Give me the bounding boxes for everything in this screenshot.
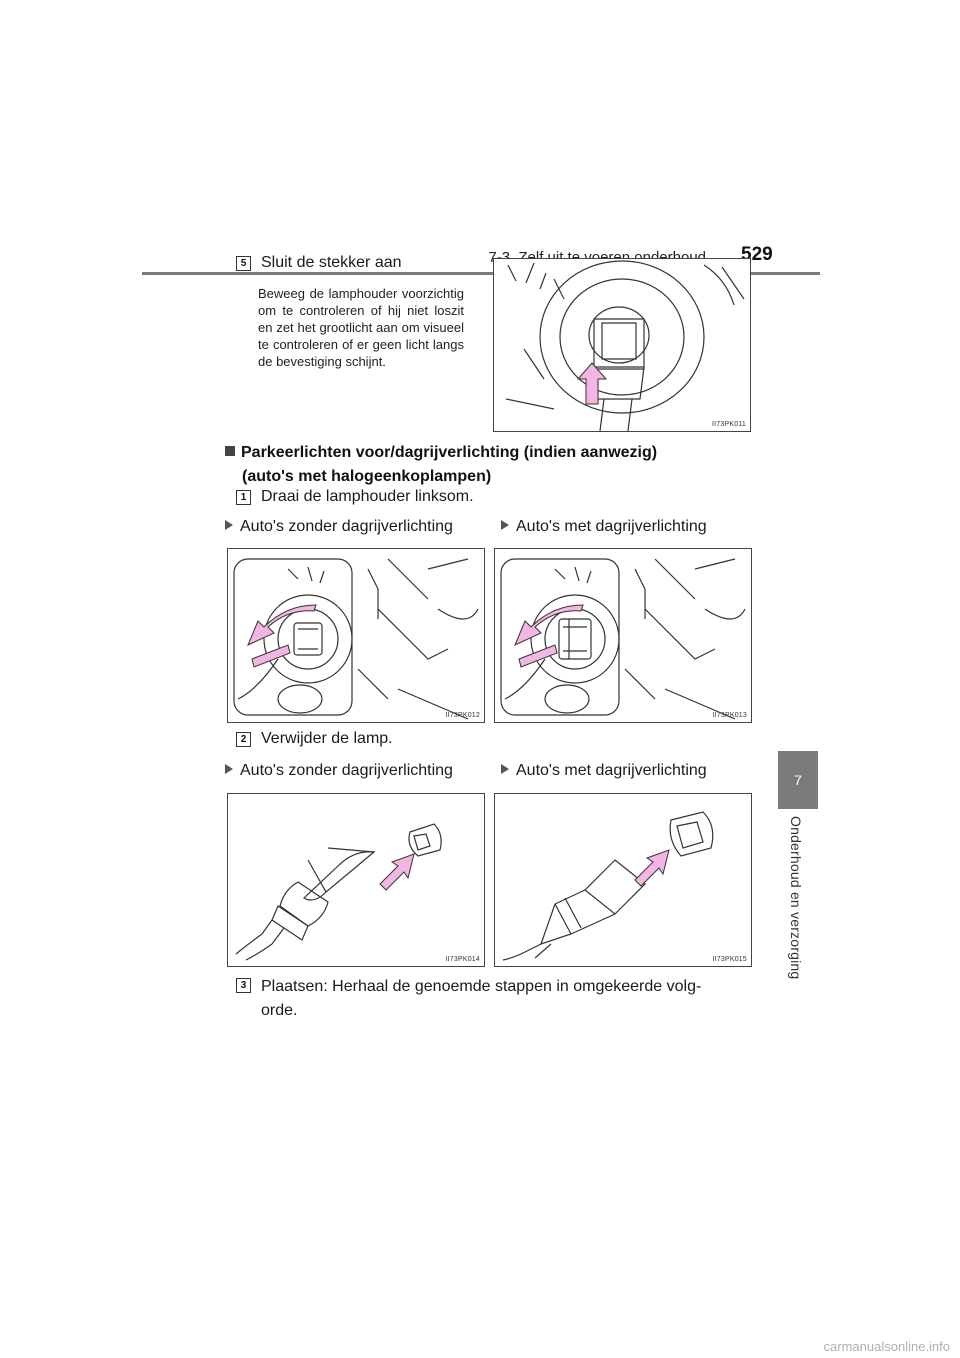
variant-label-right: Auto's met dagrijverlichting (501, 762, 707, 780)
triangle-bullet-icon (225, 520, 233, 530)
triangle-bullet-icon (501, 764, 509, 774)
step-number-box: 3 (236, 978, 251, 993)
section-title: Parkeerlichten voor/dagrijverlichting (i… (225, 441, 657, 489)
figure-remove-bulb-without-drl: II73PK014 (227, 793, 485, 967)
triangle-bullet-icon (501, 520, 509, 530)
figure-code: II73PK013 (712, 712, 747, 719)
step-text: Verwijder de lamp. (261, 730, 393, 747)
variant-label-left: Auto's zonder dagrijverlichting (225, 762, 453, 780)
variant-label-left: Auto's zonder dagrijverlichting (225, 518, 453, 536)
figure-code: II73PK014 (445, 956, 480, 963)
step-number-box: 2 (236, 732, 251, 747)
figure-connect-plug: II73PK011 (493, 258, 751, 432)
chapter-label: Onderhoud en verzorging (788, 816, 804, 980)
figure-rotate-holder-with-drl: II73PK013 (494, 548, 752, 723)
step-text: Plaatsen: Herhaal de genoemde stappen in… (261, 975, 749, 1023)
figure-code: II73PK011 (712, 421, 746, 428)
step-text-line2: orde. (261, 1002, 298, 1019)
section-bullet-icon (225, 446, 235, 456)
section-title-line1: Parkeerlichten voor/dagrijverlichting (i… (241, 444, 658, 461)
figure-rotate-holder-without-drl: II73PK012 (227, 548, 485, 723)
illustration-headlamp-plug (505, 260, 745, 431)
chapter-number: 7 (794, 772, 802, 788)
figure-code: II73PK015 (712, 956, 747, 963)
figure-code: II73PK012 (445, 712, 480, 719)
figure-remove-bulb-with-drl: II73PK015 (494, 793, 752, 967)
step-number-box: 5 (236, 256, 251, 271)
watermark: carmanualsonline.info (823, 1339, 950, 1354)
variant-label-right: Auto's met dagrijverlichting (501, 518, 707, 536)
illustration-remove-bulb (502, 811, 714, 961)
section-title-line2: (auto's met halogeenkoplampen) (242, 468, 492, 485)
step-title: Sluit de stekker aan (261, 254, 402, 271)
chapter-tab[interactable]: 7 (778, 751, 818, 809)
step-text: Draai de lamphouder linksom. (261, 488, 474, 505)
step-text-line1: Plaatsen: Herhaal de genoemde stappen in… (261, 978, 702, 995)
triangle-bullet-icon (225, 764, 233, 774)
header-rule (142, 272, 820, 275)
illustration-rotate-holder (500, 558, 746, 720)
step-number-box: 1 (236, 490, 251, 505)
illustration-rotate-holder (233, 558, 479, 720)
illustration-remove-bulb (235, 823, 442, 961)
step-description: Beweeg de lamphouder voorzichtig om te c… (258, 286, 464, 369)
